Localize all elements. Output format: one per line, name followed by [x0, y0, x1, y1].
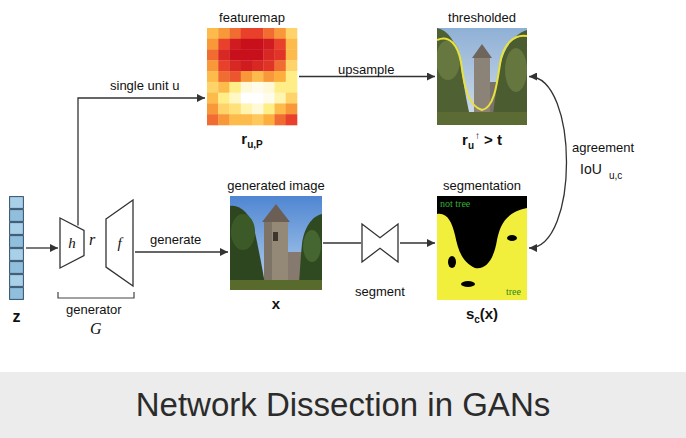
group-symbol: G	[90, 320, 102, 338]
edge-label: generate	[150, 232, 201, 247]
node-formula: x	[200, 295, 352, 313]
formula-part: u	[468, 140, 474, 151]
formula-part: > t	[484, 131, 502, 148]
layer-label: h	[60, 218, 84, 268]
segmentation-image: segmentationsc(x)	[437, 196, 527, 300]
class-label: not tree	[440, 198, 470, 209]
generator-layer: f	[106, 200, 133, 286]
metric-subscript: u,c	[609, 170, 622, 181]
connector-line	[323, 242, 361, 243]
caption-band: Network Dissection in GANs	[0, 372, 686, 438]
featuremap-image: featuremapru,P	[207, 28, 297, 125]
node-heading: generated image	[190, 178, 362, 193]
formula-part: u,P	[247, 139, 263, 150]
node-heading: segmentation	[397, 178, 567, 193]
node-heading: thresholded	[397, 10, 567, 25]
node-formula: ru↑ > t	[407, 130, 557, 151]
class-label: tree	[506, 286, 521, 297]
generator-bracket	[58, 292, 134, 298]
double-arrow	[529, 77, 567, 249]
node-formula: ru,P	[177, 130, 327, 150]
arrow	[135, 251, 228, 252]
node-label: segment	[332, 284, 428, 299]
node-outline	[9, 196, 24, 300]
formula-part: x	[272, 295, 280, 312]
formula-part: s	[466, 305, 474, 322]
formula-part: r	[241, 130, 247, 147]
node-outline	[362, 224, 398, 262]
generated-image: generated imagex	[230, 196, 322, 290]
arrow	[78, 98, 205, 225]
formula-part: r	[462, 131, 468, 148]
arrow	[400, 242, 435, 243]
node-heading: featuremap	[167, 10, 337, 25]
generator-layer: h	[60, 218, 84, 268]
segmenter-network: segment	[362, 224, 398, 262]
thresholded-photo	[437, 28, 527, 125]
thresholded-image: thresholdedru↑> t	[437, 28, 527, 125]
latent-vector: z	[9, 196, 24, 300]
hidden-rep-label: r	[89, 231, 95, 249]
layer-label: f	[106, 200, 133, 286]
metric-label: IoU	[580, 161, 602, 177]
segmentation-mask	[437, 196, 527, 300]
caption: Network Dissection in GANs	[0, 372, 686, 438]
arrow	[26, 247, 58, 248]
edge-label: upsample	[338, 62, 394, 77]
formula-part: (x)	[480, 305, 498, 322]
node-label: z	[0, 308, 54, 326]
edge-label: agreement	[572, 140, 634, 155]
formula-part: c	[474, 314, 480, 325]
heatmap	[207, 28, 297, 125]
formula-part: ↑	[475, 130, 480, 141]
edge-label: single unit u	[110, 78, 179, 93]
node-formula: sc(x)	[407, 305, 557, 325]
group-label: generator	[66, 302, 122, 317]
generated-photo	[230, 196, 322, 290]
